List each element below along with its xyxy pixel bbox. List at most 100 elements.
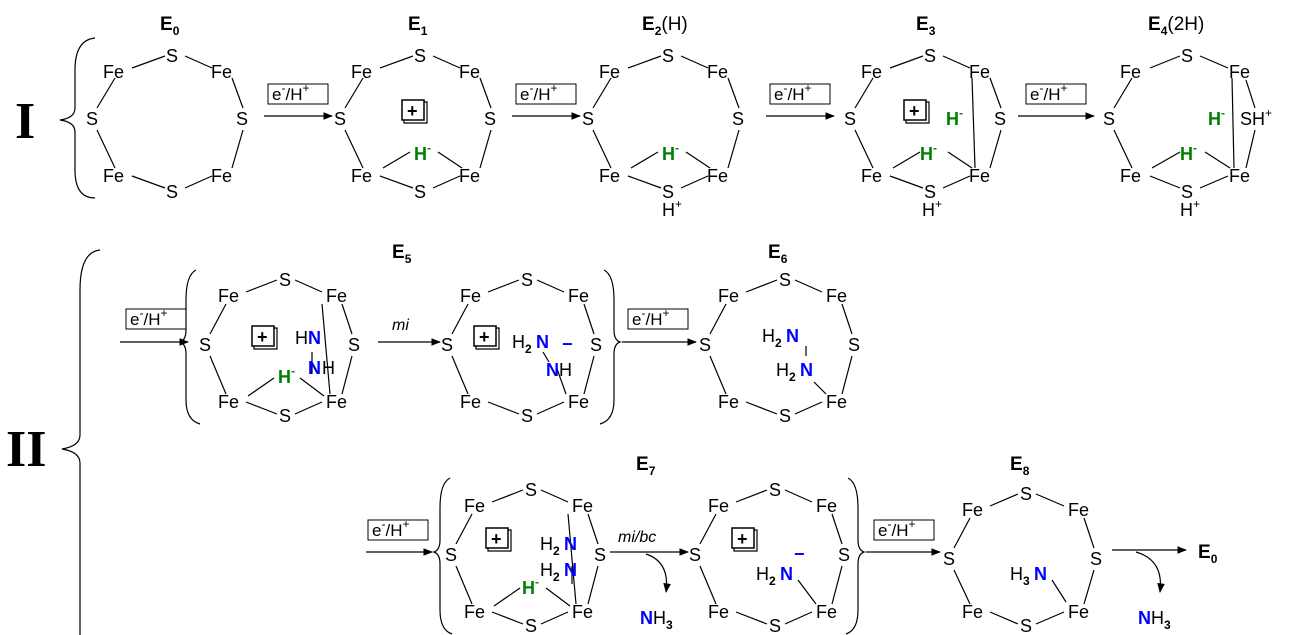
svg-text:Fe: Fe [568, 392, 589, 412]
svg-text:S: S [594, 545, 606, 565]
step-arrow-1: e-/H+ [264, 81, 333, 120]
E7-left-bracket [432, 477, 453, 635]
state-E7-hydride: Fe S Fe S S Fe S Fe + H2 N H2 N H- [445, 480, 606, 635]
svg-text:−: − [562, 334, 573, 354]
svg-text:Fe: Fe [351, 62, 372, 82]
svg-text:H: H [322, 358, 335, 378]
svg-text:Fe: Fe [572, 496, 593, 516]
section-label-I: I [15, 93, 35, 150]
state-E4: E4(2H) Fe S Fe S SH+ Fe S Fe H- H- H+ [1103, 14, 1272, 220]
svg-text:Fe: Fe [599, 166, 620, 186]
svg-text:Fe: Fe [708, 602, 729, 622]
svg-text:Fe: Fe [718, 392, 739, 412]
svg-text:Fe: Fe [962, 500, 983, 520]
svg-text:+: + [407, 101, 418, 121]
svg-text:S: S [236, 109, 248, 129]
svg-text:Fe: Fe [1068, 602, 1089, 622]
step-arrow-6: e-/H+ [622, 306, 697, 346]
svg-text:H2: H2 [756, 564, 776, 588]
svg-text:e-/H+: e-/H+ [878, 517, 915, 540]
svg-text:S: S [848, 335, 860, 355]
svg-text:S: S [348, 335, 360, 355]
svg-text:N: N [546, 360, 559, 380]
final-state-E0: E0 [1198, 542, 1218, 566]
svg-text:H-: H- [1180, 141, 1197, 164]
svg-text:S: S [662, 46, 674, 66]
svg-text:S: S [838, 545, 850, 565]
svg-text:Fe: Fe [708, 496, 729, 516]
svg-text:S: S [769, 616, 781, 635]
svg-text:E3: E3 [916, 14, 936, 38]
svg-text:S: S [769, 480, 781, 500]
svg-text:Fe: Fe [464, 496, 485, 516]
svg-text:Fe: Fe [969, 166, 990, 186]
svg-text:H-: H- [662, 141, 679, 164]
svg-text:Fe: Fe [707, 62, 728, 82]
section-II-brace [61, 249, 101, 635]
step-arrow-8: e-/H+ [866, 517, 941, 556]
svg-text:Fe: Fe [218, 392, 239, 412]
svg-text:H-: H- [1208, 106, 1225, 129]
step-arrow-2: e-/H+ [512, 81, 581, 120]
svg-text:S: S [582, 109, 594, 129]
svg-text:S: S [166, 182, 178, 202]
section-I-brace [59, 37, 96, 199]
state-E5-hydride: Fe S Fe S S Fe S Fe + H N N H H- [199, 270, 360, 426]
E7-right-bracket [845, 477, 866, 635]
svg-text:N: N [308, 328, 321, 348]
svg-text:H+: H+ [662, 197, 682, 220]
svg-text:S: S [521, 406, 533, 426]
svg-text:Fe: Fe [103, 62, 124, 82]
svg-text:S: S [943, 549, 955, 569]
svg-text:Fe: Fe [816, 602, 837, 622]
svg-text:N: N [536, 332, 549, 352]
step-arrow-mi-bc: mi/bc NH3 [610, 529, 689, 632]
E5-left-bracket [178, 269, 201, 425]
svg-text:H2: H2 [512, 332, 532, 356]
svg-text:e-/H+: e-/H+ [272, 81, 309, 104]
svg-text:S: S [414, 46, 426, 66]
svg-text:N: N [564, 560, 577, 580]
svg-text:S: S [1181, 46, 1193, 66]
section-label-II: II [6, 421, 46, 478]
svg-text:Fe: Fe [1229, 62, 1250, 82]
svg-text:Fe: Fe [861, 62, 882, 82]
svg-text:H-: H- [920, 141, 937, 164]
svg-text:H-: H- [278, 364, 295, 387]
svg-text:+: + [257, 327, 268, 347]
svg-text:S: S [1181, 182, 1193, 202]
state-E7-label: E7 [636, 454, 656, 478]
step-arrow-5: e-/H+ [120, 306, 189, 346]
svg-text:e-/H+: e-/H+ [632, 306, 669, 329]
step-arrow-3: e-/H+ [766, 81, 835, 120]
svg-text:Fe: Fe [572, 602, 593, 622]
svg-text:H+: H+ [1180, 197, 1200, 220]
svg-text:Fe: Fe [211, 166, 232, 186]
svg-text:E1: E1 [408, 14, 428, 38]
svg-text:S: S [279, 406, 291, 426]
svg-text:Fe: Fe [861, 166, 882, 186]
svg-text:Fe: Fe [707, 166, 728, 186]
state-E6: E6 Fe S Fe S S Fe S Fe H2 N H2 N [699, 242, 860, 426]
svg-text:H+: H+ [922, 197, 942, 220]
svg-text:+: + [737, 529, 748, 549]
svg-text:Fe: Fe [599, 62, 620, 82]
svg-text:S: S [590, 335, 602, 355]
svg-text:S: S [732, 109, 744, 129]
state-E3: E3 Fe S Fe S S Fe S Fe + H- H- H+ [844, 14, 1006, 220]
step-arrow-final: NH3 E0 [1112, 542, 1218, 632]
svg-text:+: + [479, 327, 490, 347]
svg-text:Fe: Fe [103, 166, 124, 186]
svg-text:S: S [525, 616, 537, 635]
svg-text:S: S [699, 335, 711, 355]
svg-text:H3: H3 [1010, 564, 1030, 588]
step-arrow-7: e-/H+ [366, 517, 433, 556]
svg-text:N: N [780, 564, 793, 584]
svg-text:E2(H): E2(H) [642, 14, 688, 38]
svg-text:H2: H2 [762, 326, 782, 350]
svg-text:Fe: Fe [962, 602, 983, 622]
svg-text:NH3: NH3 [640, 608, 673, 632]
state-E7-amide: Fe S Fe S S Fe S Fe + − H2 N [689, 480, 850, 635]
svg-text:S: S [279, 270, 291, 290]
svg-text:N: N [564, 534, 577, 554]
